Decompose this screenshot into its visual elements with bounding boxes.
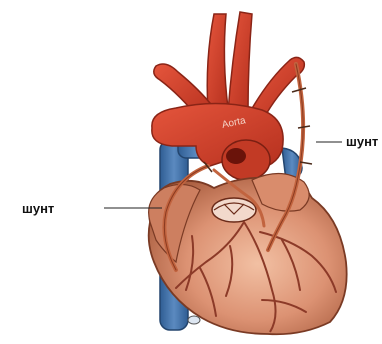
shunt-label-left: шунт — [22, 201, 54, 216]
shunt-label-right: шунт — [346, 134, 378, 149]
